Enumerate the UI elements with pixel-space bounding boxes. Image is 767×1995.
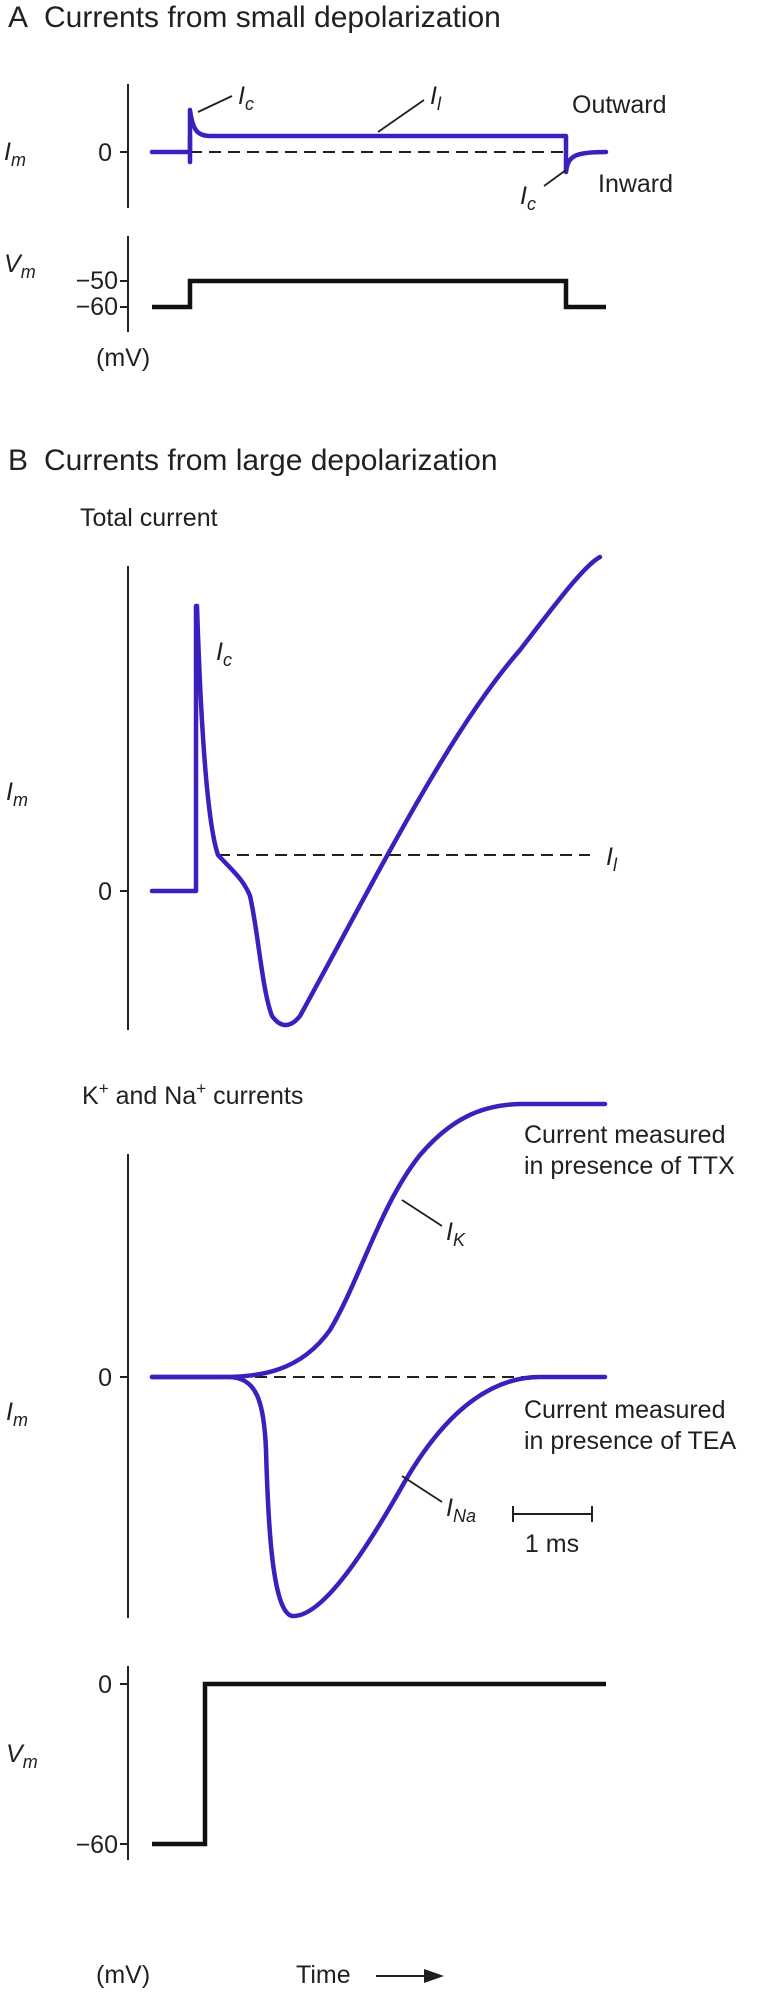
- ik-label: IK: [446, 1218, 466, 1250]
- panel-a-letter: A: [8, 1, 28, 34]
- kna-zero-label: 0: [98, 1364, 112, 1392]
- panel-a-zero-label: 0: [98, 139, 112, 167]
- time-label: Time: [296, 1961, 351, 1989]
- panel-b-letter: B: [8, 444, 28, 477]
- tea-note-line-2: in presence of TEA: [524, 1427, 736, 1455]
- panel-a-title: Currents from small depolarization: [44, 1, 501, 34]
- total-im-label: Im: [6, 778, 28, 810]
- panel-a-label-minus50: −50: [76, 267, 118, 295]
- total-current-title: Total current: [80, 504, 218, 532]
- panel-a-ic-label-2: Ic: [520, 182, 536, 214]
- panel-a-im-label: Im: [4, 138, 26, 170]
- ina-leader: [401, 1475, 443, 1503]
- ttx-note-line-1: Current measured: [524, 1121, 725, 1149]
- panel-a-il-leader: [377, 99, 425, 133]
- panel-a-vm-label: Vm: [4, 250, 36, 282]
- panel-a-il-label: Il: [430, 82, 442, 114]
- panel-a-units: (mV): [96, 344, 150, 372]
- panel-a-outward-label: Outward: [572, 91, 666, 119]
- time-scale-bar: [512, 1506, 593, 1522]
- panel-b-vm-label: Vm: [6, 1740, 38, 1772]
- panel-a-current-trace: [149, 107, 609, 175]
- panel-a-inward-label: Inward: [598, 170, 673, 198]
- kna-title: K+ and Na+ currents: [82, 1079, 303, 1110]
- ina-label: INa: [446, 1494, 476, 1526]
- panel-a-ic-leader: [197, 95, 233, 113]
- kna-im-label: Im: [6, 1398, 28, 1430]
- panel-a-ic-leader-2: [543, 169, 567, 187]
- total-ic-label: Ic: [216, 638, 232, 670]
- total-il-label: Il: [606, 843, 618, 875]
- panel-a-voltage-step: [152, 278, 606, 310]
- ina-trace: [149, 1374, 608, 1619]
- panel-b-title: Currents from large depolarization: [44, 444, 498, 477]
- ik-leader: [401, 1199, 443, 1227]
- time-scale-label: 1 ms: [525, 1530, 579, 1558]
- total-current-trace: [149, 554, 603, 1028]
- ttx-note-line-2: in presence of TTX: [524, 1152, 735, 1180]
- panel-a-label-minus60: −60: [76, 293, 118, 321]
- panel-b-units: (mV): [96, 1961, 150, 1989]
- panel-b-label-minus60: −60: [76, 1831, 118, 1859]
- total-zero-label: 0: [98, 878, 112, 906]
- panel-b-label-zero: 0: [98, 1671, 112, 1699]
- time-arrow-icon: [424, 1969, 444, 1983]
- panel-a-ic-label: Ic: [238, 82, 254, 114]
- tea-note-line-1: Current measured: [524, 1396, 725, 1424]
- panel-b-voltage-step: [152, 1681, 606, 1847]
- ik-trace: [149, 1101, 608, 1380]
